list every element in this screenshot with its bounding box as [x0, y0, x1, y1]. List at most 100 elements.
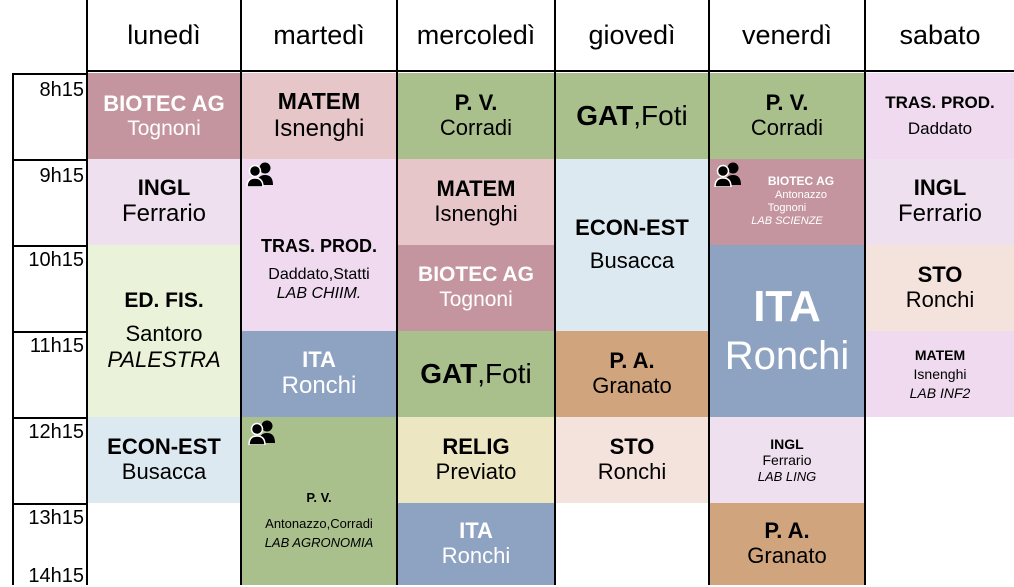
room-label: LAB AGRONOMIA [264, 535, 374, 551]
day-header-thursday: giovedì [588, 19, 676, 50]
room-label: LAB INF2 [909, 384, 971, 401]
teacher-label: Ronchi [905, 287, 975, 313]
teacher-label: Ronchi [724, 334, 850, 379]
lesson-cell[interactable]: GAT,Foti [556, 73, 708, 159]
teacher-label: Ronchi [281, 372, 357, 400]
teacher-label: Ferrario [121, 200, 206, 228]
subject-label: GAT [420, 358, 478, 390]
lesson-cell[interactable]: ED. FIS. Santoro PALESTRA [88, 245, 240, 417]
teacher-label: Granato [747, 543, 827, 569]
subject-label: BIOTEC AG [103, 90, 225, 116]
grid-line [14, 73, 86, 75]
subject-label: INGL [770, 435, 804, 452]
subject-label: ECON-EST [107, 434, 221, 460]
subject-label: ITA [753, 281, 821, 331]
subject-label: MATEM [277, 88, 361, 115]
lesson-cell[interactable]: P. V. Corradi [710, 73, 864, 159]
lesson-cell[interactable]: P. V. Corradi [398, 73, 554, 159]
group-icon [714, 162, 741, 187]
lesson-cell[interactable]: MATEM Isnenghi [398, 159, 554, 245]
teacher-label: Ronchi [597, 459, 667, 485]
room-label: LAB LING [757, 468, 817, 484]
lesson-cell[interactable]: MATEM Isnenghi [242, 73, 396, 159]
grid-line [708, 0, 710, 585]
lesson-cell[interactable]: ITA Ronchi [242, 331, 396, 417]
lesson-cell[interactable]: TRAS. PROD. Daddato [866, 73, 1014, 159]
teacher-label: Santoro [125, 320, 203, 346]
teacher-label: Isnenghi [913, 365, 967, 382]
time-label: 9h15 [39, 165, 85, 187]
teacher-label: ,Foti [477, 358, 532, 390]
lesson-cell[interactable]: ECON-EST Busacca [88, 417, 240, 503]
teacher-label: Tognoni [127, 117, 201, 141]
lesson-cell[interactable]: STO Ronchi [866, 245, 1014, 331]
grid-line [864, 0, 866, 585]
room-label: LAB CHIIM. [276, 285, 362, 303]
subject-label: TRAS. PROD. [885, 93, 995, 113]
subject-label: P. V. [765, 90, 809, 116]
grid-line [554, 0, 556, 585]
grid-line [86, 0, 88, 585]
grid-line [396, 0, 398, 585]
time-label: 11h15 [29, 335, 84, 357]
lesson-cell[interactable]: ITA Ronchi [398, 503, 554, 585]
subject-label: ITA [459, 518, 493, 544]
lesson-cell[interactable]: ITA Ronchi [710, 245, 864, 417]
lesson-cell[interactable]: STO Ronchi [556, 417, 708, 503]
lesson-cell[interactable]: MATEM Isnenghi LAB INF2 [866, 331, 1014, 417]
lesson-cell[interactable]: TRAS. PROD. Daddato,Statti LAB CHIIM. [242, 159, 396, 331]
teacher-label: Antonazzo,Corradi [265, 515, 373, 531]
subject-label: RELIG [442, 434, 510, 460]
grid-line [14, 417, 86, 419]
grid-line [12, 73, 14, 585]
teacher-label: Ferrario [897, 200, 982, 228]
subject-label: GAT [576, 100, 634, 132]
grid-line [14, 503, 86, 505]
day-header-tuesday: martedì [273, 19, 365, 50]
lesson-cell[interactable]: P. V. Antonazzo,Corradi LAB AGRONOMIA [242, 417, 396, 585]
lesson-cell[interactable]: P. A. Granato [556, 331, 708, 417]
subject-label: STO [609, 434, 655, 460]
lesson-cell[interactable]: P. A. Granato [710, 503, 864, 585]
grid-line [14, 245, 86, 247]
day-header-friday: venerdì [741, 19, 833, 50]
teacher-label: Isnenghi [273, 114, 365, 142]
subject-label: BIOTEC AG [767, 174, 835, 189]
subject-label: INGL [913, 174, 967, 200]
lesson-cell[interactable]: GAT,Foti [398, 331, 554, 417]
lesson-cell[interactable]: INGL Ferrario [88, 159, 240, 245]
subject-label: MATEM [914, 346, 966, 363]
teacher-label: Corradi [750, 115, 824, 141]
time-label: 8h15 [39, 79, 85, 101]
lesson-cell[interactable]: INGL Ferrario LAB LING [710, 417, 864, 503]
teacher-label: Previato [435, 459, 517, 485]
teacher-label: Busacca [121, 459, 207, 485]
subject-label: MATEM [436, 176, 516, 202]
grid-line [86, 70, 1014, 72]
lesson-cell[interactable]: INGL Ferrario [866, 159, 1014, 245]
time-label: 14h15 [28, 565, 84, 587]
teacher-label: Granato [592, 373, 672, 399]
room-label: PALESTRA [107, 347, 221, 373]
subject-label: P. V. [454, 90, 498, 116]
grid-line [240, 0, 242, 585]
time-label: 12h15 [28, 421, 84, 443]
teacher-label: Tognoni [439, 288, 513, 312]
lesson-cell[interactable]: BIOTEC AG Antonazzo Tognoni LAB SCIENZE [710, 159, 864, 245]
lesson-cell[interactable]: ECON-EST Busacca [556, 159, 708, 331]
group-icon [246, 162, 273, 187]
lesson-cell[interactable]: BIOTEC AG Tognoni [88, 73, 240, 159]
teacher-label: Isnenghi [434, 201, 518, 227]
subject-label: BIOTEC AG [418, 263, 534, 287]
teacher-label: Ronchi [441, 543, 511, 569]
grid-line [14, 159, 86, 161]
lesson-cell[interactable]: RELIG Previato [398, 417, 554, 503]
subject-label: P. A. [764, 518, 810, 544]
teacher-label: Antonazzo [775, 189, 827, 202]
subject-label: ITA [302, 346, 336, 372]
room-label: LAB SCIENZE [751, 215, 823, 228]
subject-label: TRAS. PROD. [260, 236, 377, 257]
day-header-wednesday: mercoledì [416, 19, 536, 50]
lesson-cell[interactable]: BIOTEC AG Tognoni [398, 245, 554, 331]
